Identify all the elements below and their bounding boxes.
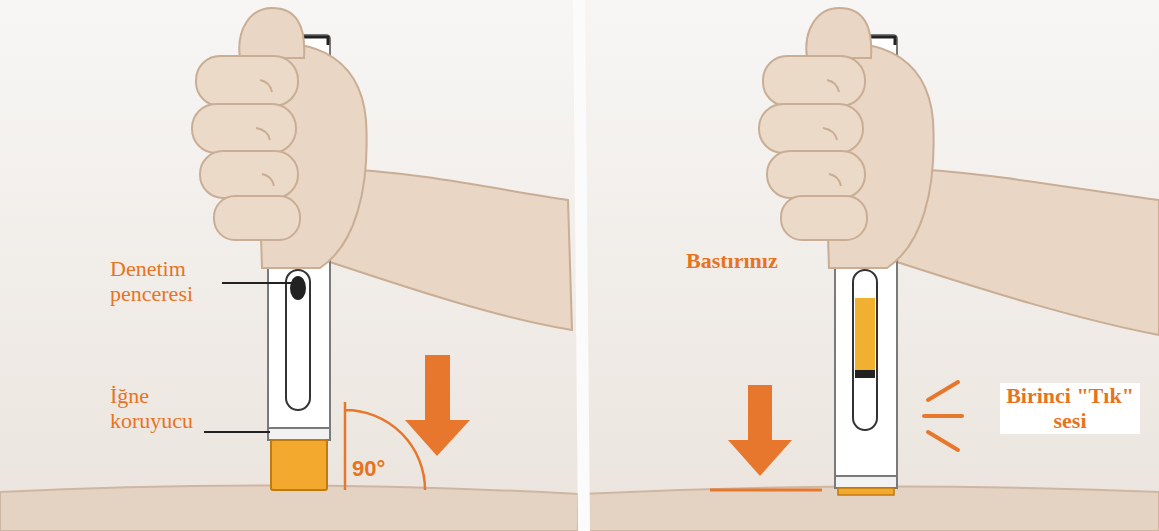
part-label: Denetim penceresi [110, 256, 222, 307]
angle-label: 90° [352, 456, 412, 481]
part-label: İğne koruyucu [110, 383, 204, 434]
action-label: Bastırınız [686, 248, 816, 273]
sound-label: Birinci "Tık" sesi [1000, 383, 1140, 434]
